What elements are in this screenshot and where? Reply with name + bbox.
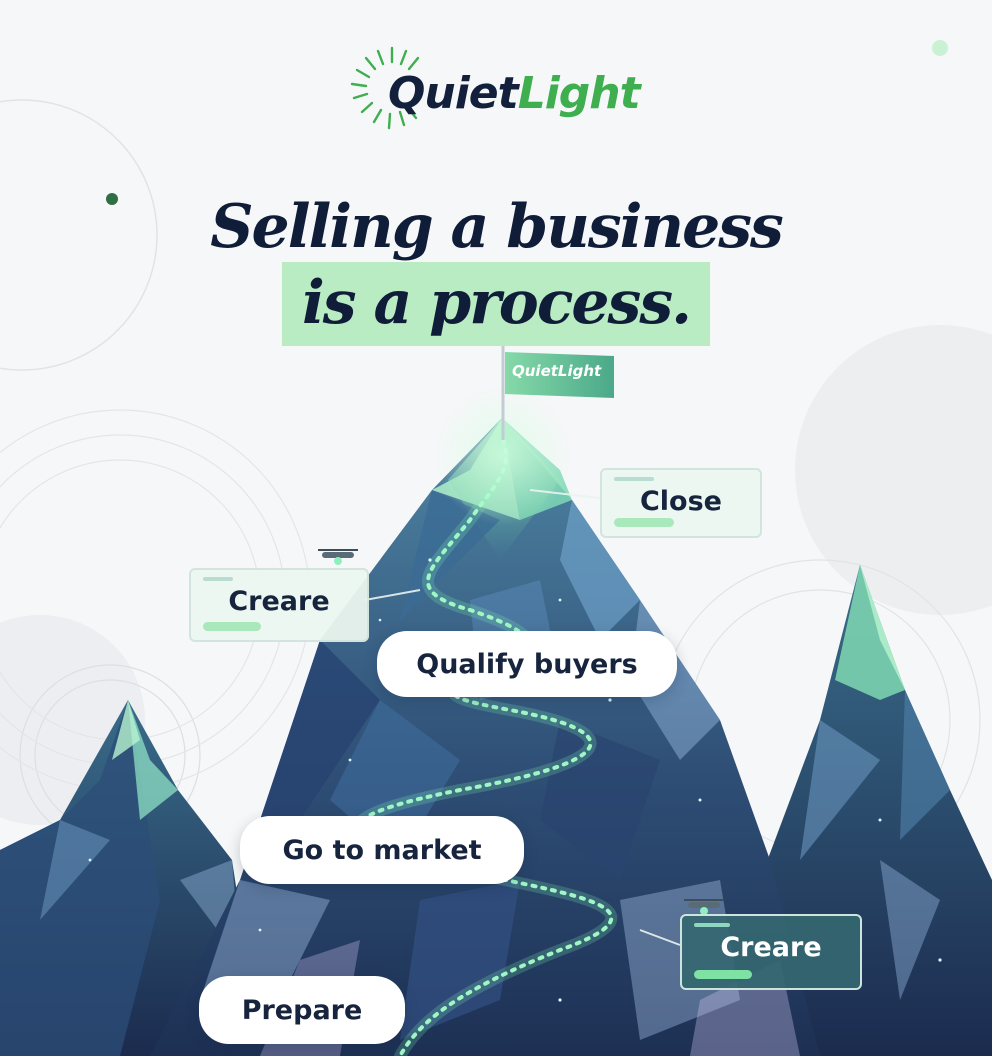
step-card-creare-right: Creare <box>680 914 862 990</box>
headline-line2-wrap: is a process. <box>0 262 992 346</box>
sunburst-icon <box>350 46 420 130</box>
flag-logo-text: QuietLight <box>512 362 602 380</box>
drone-icon <box>684 899 724 915</box>
headline-line1: Selling a business <box>210 192 784 262</box>
headline-line2: is a process. <box>282 262 710 346</box>
drone-icon <box>318 549 358 565</box>
connector-lines <box>364 489 681 946</box>
step-prepare: Prepare <box>199 976 405 1044</box>
summit-flag <box>501 345 614 440</box>
step-qualify-buyers: Qualify buyers <box>377 631 677 697</box>
logo-light: Light <box>517 68 641 119</box>
step-card-creare-left: Creare <box>189 568 369 642</box>
logo-quiet: Quiet <box>388 68 519 119</box>
quietlight-logo: QuietLight <box>362 46 642 136</box>
step-close-label: Close <box>639 486 722 517</box>
step-creare-left-label: Creare <box>228 586 330 617</box>
logo-wordmark: QuietLight <box>388 68 641 119</box>
step-go-to-market: Go to market <box>240 816 524 884</box>
step-card-close: Close <box>600 468 762 538</box>
step-creare-right-label: Creare <box>720 932 822 963</box>
summit-trail <box>351 434 617 1056</box>
